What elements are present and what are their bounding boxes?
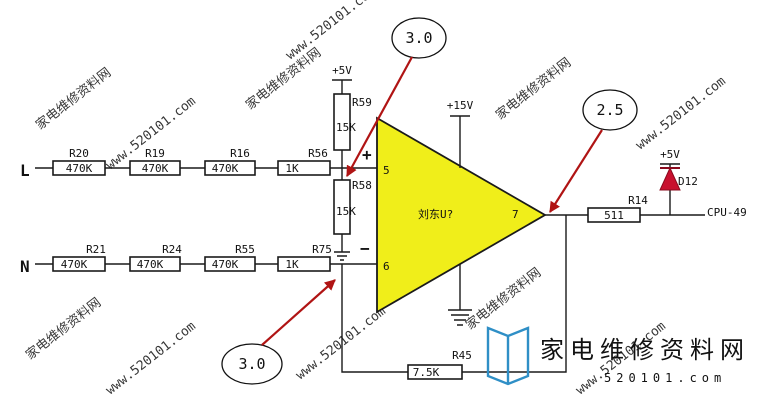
- resistor-ref: R58: [352, 179, 372, 192]
- resistor-r55: R55 470K: [204, 243, 256, 272]
- resistor-value: 1K: [285, 162, 299, 175]
- callout-top: 3.0: [346, 17, 447, 177]
- watermark-text: 家电维修资料网: [33, 65, 115, 134]
- resistor-value: 470K: [212, 162, 239, 175]
- resistor-ref: R59: [352, 96, 372, 109]
- opamp-triangle: 刘东U? 5 6 7: [376, 116, 547, 314]
- watermark-text: www.520101.com: [103, 319, 199, 398]
- callout-output-value: 2.5: [596, 101, 623, 119]
- resistor-value: 470K: [137, 258, 164, 271]
- resistor-value: 15K: [336, 121, 356, 134]
- wire-divider: [332, 79, 352, 252]
- arrow-icon: [261, 279, 336, 346]
- resistor-value: 470K: [142, 162, 169, 175]
- resistor-value: 1K: [285, 258, 299, 271]
- resistor-ref: R45: [452, 349, 472, 362]
- resistor-r58: R58 15K: [333, 179, 372, 235]
- callout-bottom: 3.0: [221, 279, 336, 385]
- resistor-ref: R24: [162, 243, 182, 256]
- resistor-value: 15K: [336, 205, 356, 218]
- resistor-ref: R16: [230, 147, 250, 160]
- wire-feedback: [341, 215, 567, 373]
- site-logo: 家电维修资料网 520101.com: [486, 326, 750, 386]
- resistor-ref: R56: [308, 147, 328, 160]
- callout-bottom-value: 3.0: [238, 355, 265, 373]
- watermark-text: 家电维修资料网: [493, 55, 575, 124]
- resistor-r19: R19 470K: [129, 147, 181, 176]
- opamp-label: 刘东U?: [418, 208, 453, 221]
- resistor-r59: R59 15K: [333, 93, 372, 151]
- resistor-value: 511: [604, 209, 624, 222]
- diode-ref: D12: [678, 175, 698, 188]
- opamp-pin-plus: 5: [383, 164, 390, 177]
- resistor-ref: R14: [628, 194, 648, 207]
- resistor-r75: R75 1K: [277, 243, 332, 272]
- opamp-plus-sign: +: [362, 145, 372, 164]
- opamp-pin-out: 7: [512, 208, 519, 221]
- resistor-ref: R19: [145, 147, 165, 160]
- watermark-text: www.520101.com: [293, 304, 389, 383]
- resistor-ref: R21: [86, 243, 106, 256]
- supply-label-divider: +5V: [332, 64, 352, 77]
- callout-output: 2.5: [549, 89, 638, 213]
- ground-symbol-divider: [334, 251, 350, 261]
- resistor-r45: R45 7.5K: [407, 349, 472, 380]
- input-label-n: N: [20, 257, 30, 276]
- watermark-text: www.520101.com: [633, 74, 729, 153]
- resistor-r16: R16 470K: [204, 147, 256, 176]
- resistor-r20: R20 470K: [52, 147, 106, 176]
- watermark-text: 家电维修资料网: [243, 45, 325, 114]
- resistor-ref: R55: [235, 243, 255, 256]
- book-icon: [486, 326, 530, 386]
- logo-text: 家电维修资料网: [540, 336, 750, 364]
- resistor-r24: R24 470K: [129, 243, 182, 272]
- arrow-icon: [549, 129, 603, 213]
- logo-url: 520101.com: [604, 371, 726, 385]
- supply-label-diode: +5V: [660, 148, 680, 161]
- resistor-r56: R56 1K: [277, 147, 331, 176]
- wire-opamp-supply: [450, 115, 470, 168]
- watermark-text: 家电维修资料网: [23, 295, 105, 364]
- resistor-ref: R20: [69, 147, 89, 160]
- resistor-value: 470K: [212, 258, 239, 271]
- supply-label-opamp: +15V: [447, 99, 474, 112]
- resistor-value: 470K: [61, 258, 88, 271]
- watermark-text: www.520101.com: [283, 0, 379, 63]
- watermark-text: 家电维修资料网: [463, 265, 545, 334]
- ground-symbol-opamp: [448, 309, 472, 326]
- resistor-r21: R21 470K: [52, 243, 106, 272]
- opamp-pin-minus: 6: [383, 260, 390, 273]
- callout-top-value: 3.0: [405, 29, 432, 47]
- net-label-cpu: CPU-49: [707, 206, 747, 219]
- opamp-minus-sign: −: [360, 239, 370, 258]
- resistor-value: 7.5K: [413, 366, 440, 379]
- arrow-icon: [346, 56, 413, 177]
- resistor-ref: R75: [312, 243, 332, 256]
- resistor-r14: R14 511: [587, 194, 648, 223]
- input-label-l: L: [20, 161, 30, 180]
- resistor-value: 470K: [66, 162, 93, 175]
- diode-icon: [659, 166, 681, 191]
